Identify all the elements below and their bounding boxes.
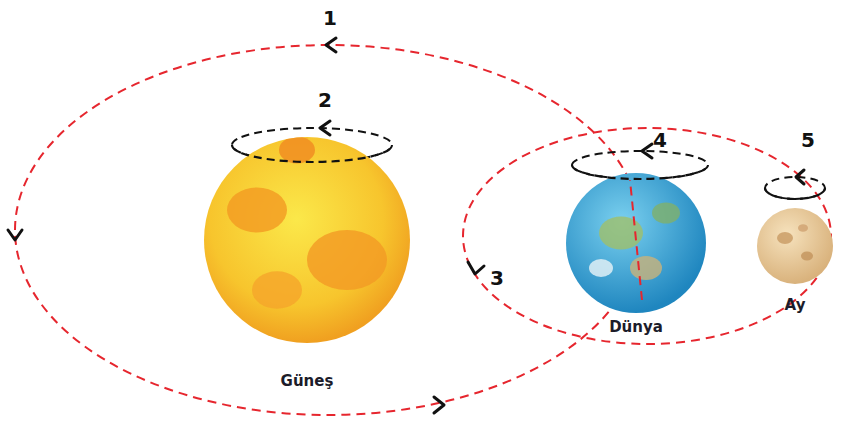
sun-body: Güneş bbox=[204, 137, 410, 343]
moon-rotation-back bbox=[765, 177, 825, 199]
callout-number: 5 bbox=[801, 128, 815, 152]
body-name: Ay bbox=[785, 296, 806, 314]
surface-spot bbox=[798, 224, 808, 232]
direction-arrow bbox=[8, 230, 22, 240]
surface-spot bbox=[307, 230, 387, 290]
surface-spot bbox=[589, 259, 613, 277]
body-fill bbox=[757, 208, 833, 284]
callout-number: 4 bbox=[653, 128, 667, 152]
surface-spot bbox=[599, 217, 643, 250]
rotation-arrow bbox=[642, 144, 652, 158]
surface-spot bbox=[279, 137, 315, 164]
direction-arrow bbox=[326, 38, 336, 52]
sun-rotation-front bbox=[232, 145, 392, 162]
earth-body-shape bbox=[566, 173, 706, 313]
earth-orbit-front bbox=[630, 180, 642, 300]
surface-spot bbox=[652, 203, 680, 224]
rotation-arrow bbox=[320, 121, 330, 135]
earth-body: Dünya bbox=[566, 173, 706, 313]
direction-arrow bbox=[468, 262, 484, 274]
surface-spot bbox=[801, 252, 813, 261]
earth-rotation-front bbox=[572, 165, 708, 179]
surface-spot bbox=[630, 256, 662, 280]
moon-rotation-front bbox=[765, 188, 825, 199]
surface-spot bbox=[227, 188, 287, 233]
moon-body-shape bbox=[757, 208, 833, 284]
moon-body: Ay bbox=[757, 208, 833, 284]
callout-number: 1 bbox=[323, 6, 337, 30]
rotation-arrow bbox=[796, 170, 804, 184]
sun-body-shape bbox=[204, 137, 410, 343]
body-name: Dünya bbox=[609, 318, 663, 336]
surface-spot bbox=[252, 271, 302, 309]
earth-orbit bbox=[15, 45, 641, 415]
direction-arrow bbox=[434, 397, 444, 413]
callout-number: 2 bbox=[318, 88, 332, 112]
body-fill bbox=[566, 173, 706, 313]
callout-number: 3 bbox=[490, 266, 504, 290]
body-fill bbox=[204, 137, 410, 343]
surface-spot bbox=[777, 232, 793, 244]
body-name: Güneş bbox=[281, 372, 334, 390]
